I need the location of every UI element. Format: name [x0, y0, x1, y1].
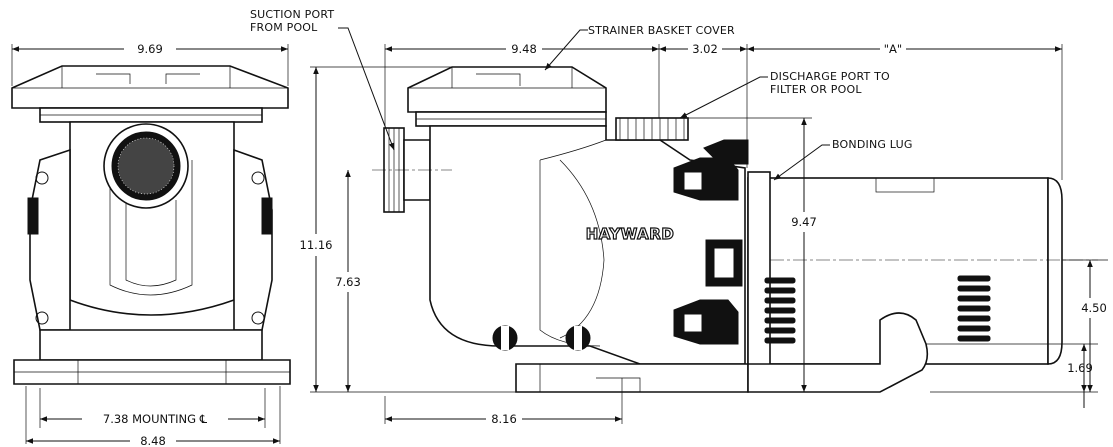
motor-vents-left — [764, 277, 796, 344]
suction-port-label-line1: SUCTION PORT — [250, 8, 334, 21]
brand-logo: HAYWARD — [586, 225, 675, 243]
dim-motor-center-height: 4.50 — [1081, 301, 1107, 315]
callouts: SUCTION PORT FROM POOL STRAINER BASKET C… — [250, 8, 913, 181]
dim-discharge-height: 9.47 — [791, 215, 817, 229]
discharge-port-label-line1: DISCHARGE PORT TO — [770, 70, 890, 83]
strainer-basket-cover-label: STRAINER BASKET COVER — [588, 24, 735, 37]
suction-port-label-line2: FROM POOL — [250, 21, 318, 34]
dim-front-base: 8.48 — [140, 434, 166, 447]
front-dimensions: 9.69 7.38 MOUNTING ℄ 8.48 — [11, 42, 289, 447]
dim-discharge-offset: 3.02 — [692, 42, 718, 56]
dim-side-length: 9.48 — [511, 42, 537, 56]
motor-vents-right — [957, 275, 991, 342]
side-dimensions: 9.48 3.02 "A" 11.16 7.63 9.47 4.50 1.69 — [300, 42, 1108, 426]
dim-front-width: 9.69 — [137, 42, 163, 56]
front-view — [11, 65, 291, 385]
discharge-port-label-line2: FILTER OR POOL — [770, 83, 862, 96]
dim-suction-height: 7.63 — [335, 275, 361, 289]
bonding-lug-label: BONDING LUG — [832, 138, 913, 151]
side-view: HAYWARD — [372, 66, 1098, 393]
dim-overall-height: 11.16 — [300, 238, 333, 252]
dim-motor-length: "A" — [884, 42, 902, 56]
dim-front-mounting: 7.38 MOUNTING ℄ — [103, 412, 208, 426]
dim-foot-height: 1.69 — [1067, 361, 1093, 375]
dim-base-offset: 8.16 — [491, 412, 517, 426]
